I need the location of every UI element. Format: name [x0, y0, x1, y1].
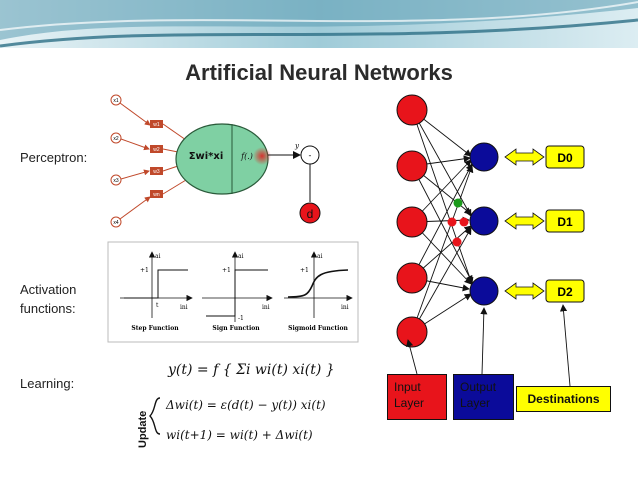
input-node-4 — [396, 262, 428, 294]
svg-text:ai: ai — [317, 253, 323, 260]
update-label: Update — [137, 411, 149, 448]
weight-box-w3: w3 — [150, 167, 163, 175]
input-node-2 — [396, 150, 428, 182]
activation-label-line1: Activation — [20, 282, 77, 297]
destination-box-d0: D0 — [545, 145, 585, 169]
activation-glow — [253, 147, 271, 165]
weight-box-w2: w2 — [150, 145, 163, 153]
banner-decoration — [0, 0, 638, 48]
perceptron-input-x4: x4 — [110, 216, 122, 228]
perceptron-input-x1: x1 — [110, 94, 122, 106]
learning-label: Learning: — [20, 376, 75, 391]
weight-box-w1: w1 — [150, 120, 163, 128]
double-arrow-0 — [504, 148, 545, 166]
weight-box-wn: wn — [150, 190, 163, 198]
input-node-3 — [396, 206, 428, 238]
svg-text:w2: w2 — [153, 147, 160, 153]
slide-title: Artificial Neural Networks — [185, 60, 453, 85]
destination-box-d2: D2 — [545, 279, 585, 303]
output-y-label: y — [294, 142, 300, 150]
desired-node — [299, 202, 321, 224]
input-node-5 — [396, 316, 428, 348]
legend-output-layer: Output Layer — [453, 374, 514, 420]
svg-text:-1: -1 — [238, 315, 244, 322]
legend-input-layer: Input Layer — [387, 374, 447, 420]
equation-update: wi(t+1) = wi(t) + Δwi(t) — [166, 428, 313, 442]
svg-text:ai: ai — [155, 253, 161, 260]
step-function-caption: Step Function — [131, 325, 179, 332]
output-node-0 — [469, 142, 499, 172]
input-label-x3: x3 — [113, 178, 119, 184]
equation-delta: Δwi(t) = ε(d(t) − y(t)) xi(t) — [166, 398, 326, 412]
function-label: f(.) — [240, 152, 253, 161]
double-arrow-2 — [504, 282, 545, 300]
svg-text:ini: ini — [262, 304, 270, 311]
signal-dot-red-1 — [447, 217, 457, 227]
destination-label-d0: D0 — [557, 151, 573, 165]
svg-text:+1: +1 — [300, 267, 309, 274]
sigmoid-function-plot: ai +1 ini Sigmoid Function — [284, 251, 353, 332]
svg-text:w3: w3 — [153, 169, 160, 175]
perceptron-figure: x1 x2 x3 x4 w1 w2 — [110, 94, 321, 228]
signal-dot-green — [453, 198, 463, 208]
sigmoid-function-caption: Sigmoid Function — [288, 325, 348, 332]
signal-dot-red-3 — [452, 237, 462, 247]
svg-text:ai: ai — [238, 253, 244, 260]
input-label-x4: x4 — [113, 220, 119, 226]
step-function-plot: ai +1 t ini Step Function — [120, 251, 193, 332]
update-brace: Update — [137, 397, 161, 448]
activation-functions-figure: ai +1 t ini Step Function ai +1 -1 ini S… — [107, 241, 359, 343]
activation-label-line2: functions: — [20, 301, 76, 316]
destination-box-d1: D1 — [545, 209, 585, 233]
desired-label: d — [307, 207, 314, 221]
input-node-1 — [396, 94, 428, 126]
input-label-x1: x1 — [113, 98, 119, 104]
input-label-x2: x2 — [113, 136, 119, 142]
perceptron-label: Perceptron: — [20, 150, 88, 165]
double-arrow-1 — [504, 212, 545, 230]
output-node-1 — [469, 206, 499, 236]
comparator-minus: - — [309, 151, 312, 160]
svg-text:wn: wn — [153, 192, 160, 198]
destination-label-d2: D2 — [557, 285, 573, 299]
svg-text:ini: ini — [341, 304, 349, 311]
sum-label: Σwi*xi — [189, 151, 224, 162]
sign-function-plot: ai +1 -1 ini Sign Function — [202, 251, 273, 332]
network-figure: D0 D1 D2 — [396, 94, 585, 387]
equation-output: y(t) = f { Σi wi(t) xi(t) } — [168, 362, 335, 378]
svg-text:+1: +1 — [222, 267, 231, 274]
svg-text:ini: ini — [180, 304, 188, 311]
perceptron-input-x3: x3 — [110, 174, 122, 186]
svg-text:w1: w1 — [153, 122, 160, 128]
perceptron-input-x2: x2 — [110, 132, 122, 144]
output-node-2 — [469, 276, 499, 306]
legend-destinations: Destinations — [516, 386, 611, 412]
destination-label-d1: D1 — [557, 215, 573, 229]
svg-text:t: t — [156, 302, 159, 309]
sign-function-caption: Sign Function — [212, 325, 260, 332]
signal-dot-red-2 — [459, 217, 469, 227]
svg-text:+1: +1 — [140, 267, 149, 274]
